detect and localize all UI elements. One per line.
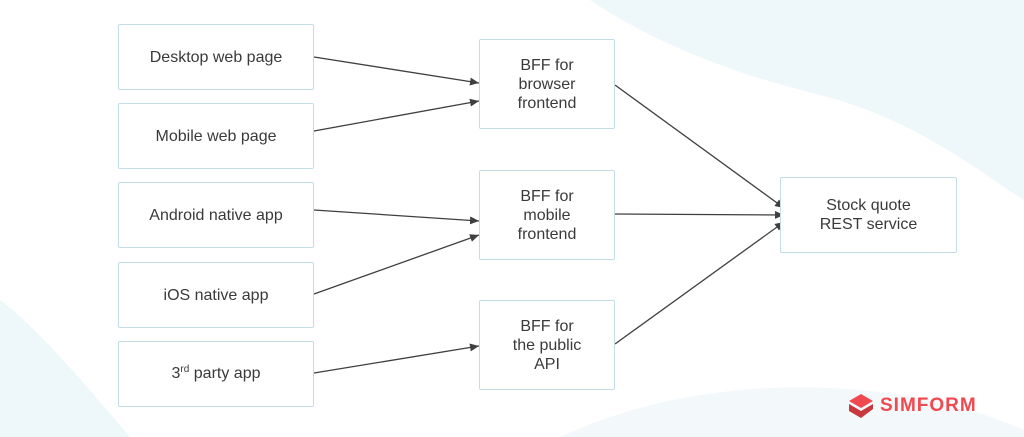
simform-logo-text: SIMFORM xyxy=(880,395,977,416)
arrow-public-bff-to-service xyxy=(614,221,785,345)
bff-label: BFF for the public API xyxy=(512,317,582,373)
client-label: 3rd party app xyxy=(171,363,261,382)
service-label: Stock quote REST service xyxy=(819,197,918,233)
stock-quote-rest-service: Stock quote REST service xyxy=(780,177,957,253)
background-blob-left xyxy=(0,300,130,437)
client-ios-native-app: iOS native app xyxy=(118,262,314,328)
arrow-mobile-bff-to-service xyxy=(614,210,785,219)
bff-label: BFF for browser frontend xyxy=(517,56,577,112)
arrow-third-party-to-public-bff xyxy=(313,343,480,374)
arrow-ios-to-mobile-bff xyxy=(313,234,480,295)
client-label: iOS native app xyxy=(163,286,269,304)
simform-logo: SIMFORM xyxy=(848,393,977,419)
arrow-android-to-mobile-bff xyxy=(313,209,480,225)
client-label: Android native app xyxy=(149,206,283,224)
client-mobile-web-page: Mobile web page xyxy=(118,103,314,169)
bff-mobile-frontend: BFF for mobile frontend xyxy=(479,170,615,260)
client-third-party-app: 3rd party app xyxy=(118,341,314,407)
client-label: Mobile web page xyxy=(155,127,277,145)
simform-logo-icon xyxy=(849,394,873,418)
background-blob-right xyxy=(590,0,1024,200)
background-blob-bottom xyxy=(560,387,1024,437)
arrow-browser-bff-to-service xyxy=(614,84,785,209)
arrow-mobile-web-to-browser-bff xyxy=(313,98,480,132)
client-android-native-app: Android native app xyxy=(118,182,314,248)
client-label: Desktop web page xyxy=(149,48,283,66)
bff-public-api: BFF for the public API xyxy=(479,300,615,390)
client-desktop-web-page: Desktop web page xyxy=(118,24,314,90)
bff-browser-frontend: BFF for browser frontend xyxy=(479,39,615,129)
arrow-desktop-to-browser-bff xyxy=(313,56,480,86)
bff-label: BFF for mobile frontend xyxy=(517,187,577,243)
